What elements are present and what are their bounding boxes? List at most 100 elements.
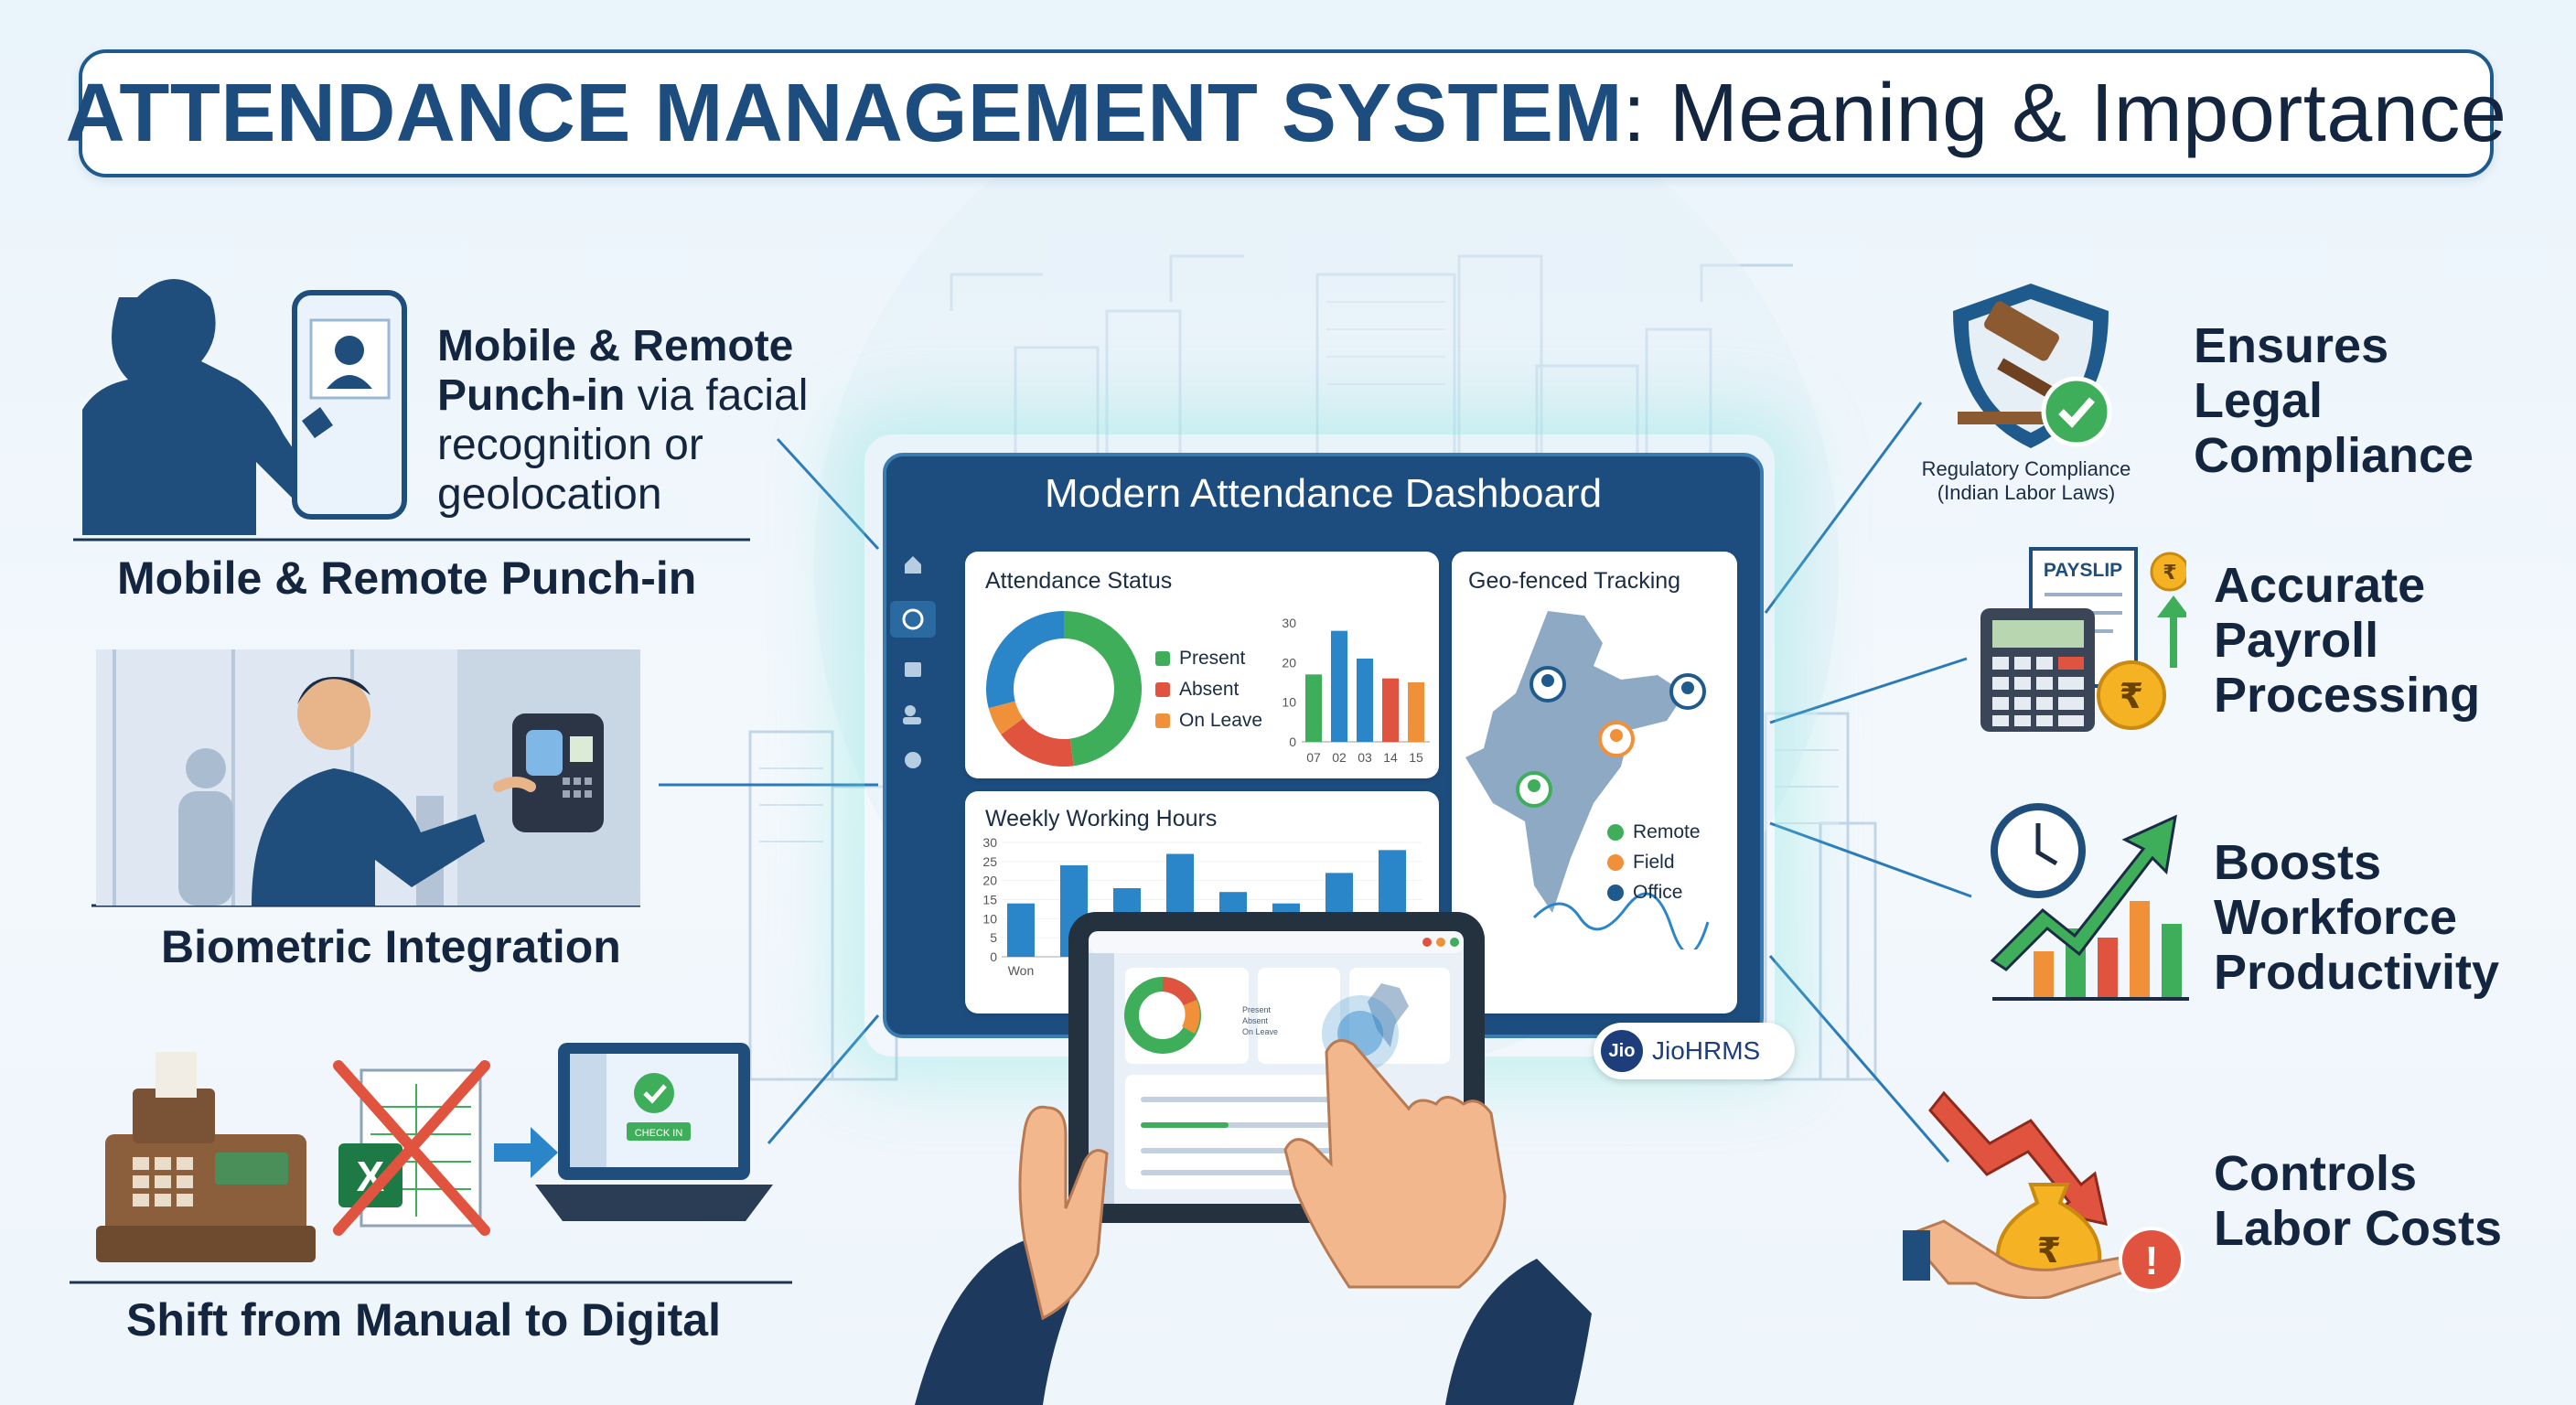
- bar-14: [1382, 678, 1399, 742]
- payroll-title: Accurate Payroll Processing: [2214, 558, 2481, 723]
- xtick-label: 02: [1332, 750, 1347, 765]
- cash-register-icon: [96, 1052, 316, 1262]
- ytick-label: 10: [1282, 695, 1296, 710]
- location-pin-icon: [1516, 771, 1552, 808]
- attendance-donut-chart: [986, 611, 1142, 767]
- ytick-label: 5: [990, 930, 997, 945]
- jio-logo: Jio: [1601, 1030, 1643, 1072]
- ytick-label: 20: [982, 874, 997, 888]
- legend-absent: Absent: [1155, 674, 1262, 705]
- biometric-integration-illustration: [96, 649, 640, 906]
- svg-text:₹: ₹: [2037, 1230, 2061, 1271]
- location-pin-icon: [1669, 673, 1706, 710]
- calculator-icon: [1980, 608, 2095, 732]
- xtick-label: 14: [1383, 750, 1398, 765]
- weekly-bar-0: [1007, 903, 1035, 957]
- ytick-label: 15: [982, 893, 997, 907]
- weekly-hours-title: Weekly Working Hours: [985, 806, 1218, 831]
- jiohrms-badge: Jio JioHRMS: [1594, 1023, 1795, 1079]
- india-map-illustration: [1465, 611, 1710, 949]
- mobile-punch-in-caption: Mobile & Remote Punch-in: [117, 552, 697, 604]
- attendance-legend: Present Absent On Leave: [1155, 643, 1262, 736]
- title-bold: ATTENDANCE MANAGEMENT SYSTEM: [65, 67, 1623, 159]
- bar-03: [1357, 659, 1373, 742]
- alert-icon: !: [2119, 1227, 2184, 1292]
- ytick-label: 0: [1289, 735, 1296, 749]
- labor-costs-illustration: ₹ !: [1903, 1090, 2184, 1299]
- home-icon: [905, 556, 921, 574]
- dashboard-sidebar: [886, 539, 939, 1028]
- manual-to-digital-caption: Shift from Manual to Digital: [126, 1294, 721, 1346]
- attendance-status-title: Attendance Status: [985, 568, 1173, 594]
- tablet-legend-on-leave: On Leave: [1242, 1027, 1279, 1036]
- cross-out-icon: [333, 1060, 490, 1236]
- ytick-label: 20: [1282, 655, 1296, 670]
- xtick-label: 15: [1409, 750, 1423, 765]
- trend-down-arrow-icon: [1928, 1090, 2108, 1226]
- location-pin-icon: [1530, 666, 1566, 702]
- mobile-punch-in-heading: Mobile & Remote Punch-in: [437, 322, 794, 420]
- calendar-icon: [905, 662, 921, 677]
- legend-remote: Remote: [1607, 817, 1701, 847]
- team-icon: [905, 705, 916, 716]
- xtick-label: Won: [1008, 963, 1035, 978]
- mobile-punch-in-illustration: [82, 279, 407, 535]
- bar-07: [1305, 674, 1322, 742]
- page-title: ATTENDANCE MANAGEMENT SYSTEM: Meaning & …: [66, 49, 2506, 177]
- geo-legend: Remote Field Office: [1607, 817, 1701, 907]
- settings-icon: [905, 752, 921, 768]
- legend-present: Present: [1155, 643, 1262, 674]
- tablet-with-hands-illustration: [915, 912, 1592, 1405]
- tablet-legend: Present Absent On Leave: [1242, 1004, 1278, 1037]
- productivity-illustration: [1990, 803, 2189, 1001]
- clock-icon: [902, 608, 924, 630]
- legal-compliance-illustration: [1953, 284, 2112, 448]
- clock-icon: [1991, 803, 2086, 898]
- jiohrms-name: JioHRMS: [1652, 1036, 1761, 1065]
- daily-attendance-bar-chart: 0 10 20 30 07 02 03 14 15: [1282, 616, 1430, 765]
- location-pin-icon: [1598, 721, 1635, 757]
- donut-slice-3: [986, 611, 1065, 709]
- legend-office: Office: [1607, 877, 1701, 907]
- donut-slice-2: [988, 701, 1024, 735]
- legend-on-leave: On Leave: [1155, 705, 1262, 736]
- rupee-coin-icon: ₹: [2150, 552, 2186, 592]
- ytick-label: 25: [982, 854, 997, 869]
- productivity-title: Boosts Workforce Productivity: [2214, 835, 2500, 1000]
- legal-compliance-subtext: Regulatory Compliance (Indian Labor Laws…: [1921, 457, 2131, 504]
- ytick-label: 10: [982, 911, 997, 926]
- geo-tracking-title: Geo-fenced Tracking: [1468, 568, 1681, 594]
- xtick-label: 03: [1358, 750, 1372, 765]
- tablet-legend-present: Present: [1242, 1005, 1272, 1014]
- laptop-icon: CHECK IN: [535, 1043, 773, 1221]
- laptop-check-in-badge: CHECK IN: [635, 1128, 683, 1139]
- labor-costs-title: Controls Labor Costs: [2214, 1146, 2503, 1256]
- ytick-label: 30: [1282, 616, 1296, 630]
- ytick-label: 0: [990, 949, 997, 964]
- tablet-legend-absent: Absent: [1242, 1016, 1269, 1025]
- legend-field: Field: [1607, 847, 1701, 877]
- donut-slice-0: [1063, 611, 1142, 767]
- title-rest: : Meaning & Importance: [1622, 67, 2507, 159]
- dashboard-title: Modern Attendance Dashboard: [1044, 471, 1603, 516]
- svg-text:₹: ₹: [2120, 676, 2143, 716]
- attendance-status-panel: Attendance Status Present Absent On Leav…: [965, 552, 1439, 778]
- trend-arrow-icon: [1990, 814, 2177, 971]
- mobile-punch-in-description: Mobile & Remote Punch-in via facial reco…: [437, 322, 821, 520]
- ytick-label: 30: [982, 837, 997, 850]
- svg-text:₹: ₹: [2163, 562, 2176, 585]
- biometric-integration-caption: Biometric Integration: [161, 921, 621, 972]
- arrow-right-icon: [494, 1127, 558, 1178]
- payslip-label: PAYSLIP: [2044, 560, 2122, 581]
- manual-to-digital-illustration: X CHECK IN: [96, 1043, 773, 1262]
- legal-compliance-title: Ensures Legal Compliance: [2194, 318, 2474, 483]
- gavel-icon: [1984, 301, 2059, 402]
- xtick-label: 07: [1306, 750, 1321, 765]
- bar-02: [1331, 630, 1347, 742]
- arrow-up-icon: [2157, 595, 2186, 668]
- geo-fenced-tracking-panel: Geo-fenced Tracking Remote Field Office: [1452, 552, 1737, 1014]
- mobile-punch-in-detail: via facial recognition or geolocation: [437, 371, 809, 519]
- donut-slice-1: [1001, 717, 1074, 767]
- svg-text:!: !: [2145, 1239, 2159, 1283]
